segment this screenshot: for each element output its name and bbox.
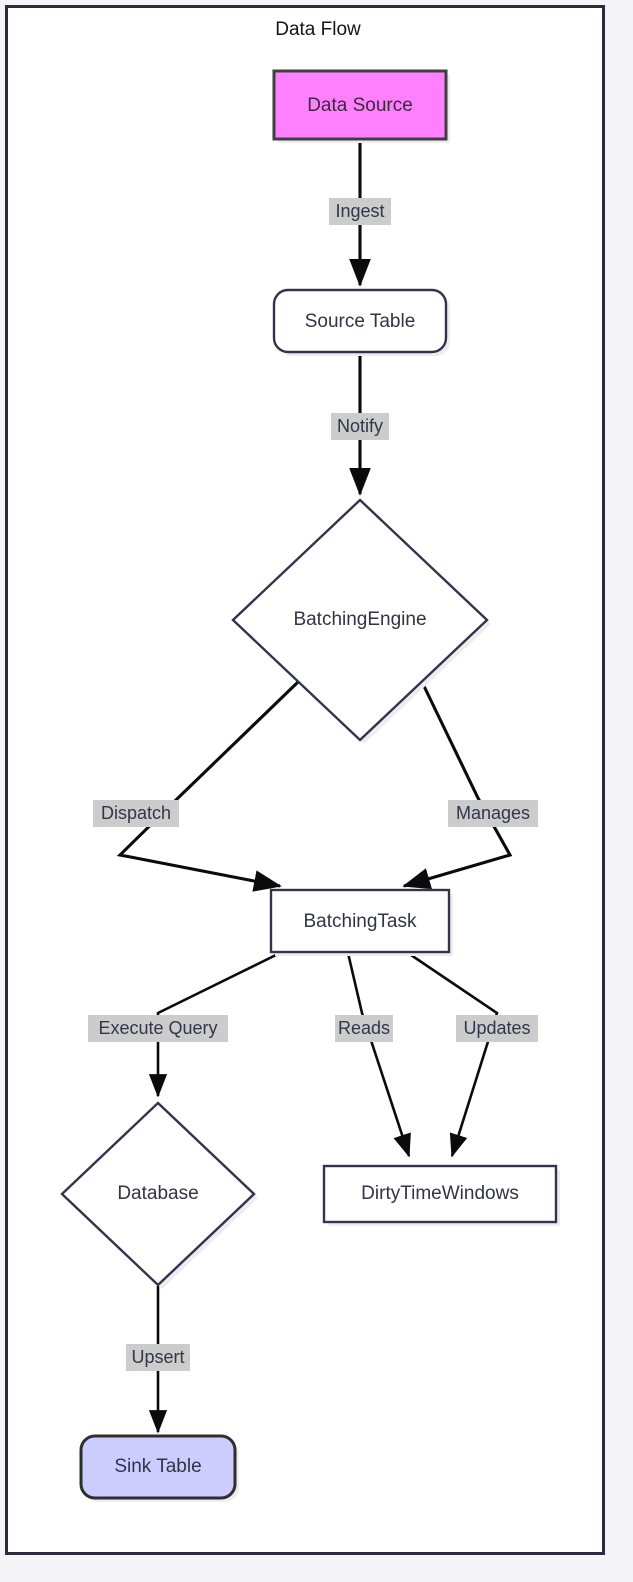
edge-execute-query: [148, 951, 281, 1098]
edge-manages: [402, 681, 513, 890]
node-batching-task-shape[interactable]: [269, 888, 451, 954]
node-dirty-time-windows-label: DirtyTimeWindows: [361, 1183, 519, 1204]
edge-reads: [346, 952, 411, 1158]
node-data-source-label: Data Source: [307, 95, 413, 116]
edge-label-notify-bg: [331, 413, 389, 440]
node-sink-table-shape[interactable]: [79, 1434, 237, 1500]
diagram-title: Data Flow: [275, 19, 361, 40]
edge-reads-path: [346, 952, 411, 1158]
edge-label-execute-query-bg: [88, 1015, 228, 1042]
node-database-shape[interactable]: [60, 1101, 256, 1287]
node-dirty-time-windows[interactable]: DirtyTimeWindows: [322, 1164, 560, 1226]
node-batching-engine-shape[interactable]: [231, 498, 489, 742]
node-database[interactable]: Database: [60, 1101, 258, 1289]
node-database-label: Database: [117, 1183, 198, 1204]
edge-updates: [407, 951, 499, 1158]
edge-label-manages-text: Manages: [456, 803, 530, 823]
node-data-source-shape[interactable]: [272, 69, 448, 141]
node-data-source[interactable]: Data Source: [272, 69, 450, 143]
edge-label-ingest-text: Ingest: [335, 201, 384, 221]
node-source-table-shape[interactable]: [272, 288, 448, 354]
edge-label-reads: Reads: [335, 1015, 393, 1042]
edge-execute-query-path: [148, 951, 281, 1098]
node-batching-task-label: BatchingTask: [303, 911, 417, 932]
edge-label-reads-bg: [335, 1015, 393, 1042]
edge-dispatch: [116, 680, 300, 892]
edge-label-updates-bg: [456, 1015, 538, 1042]
node-sink-table[interactable]: Sink Table: [79, 1434, 239, 1502]
diagram-frame: Data Flow: [5, 5, 605, 1555]
edge-label-upsert-text: Upsert: [131, 1347, 184, 1367]
flowchart-canvas: Data Flow: [60, 19, 560, 1502]
edge-label-upsert: Upsert: [126, 1344, 190, 1371]
node-dirty-time-windows-shape[interactable]: [322, 1164, 558, 1224]
edge-label-upsert-bg: [126, 1344, 190, 1371]
node-sink-table-label: Sink Table: [114, 1456, 201, 1477]
edge-label-notify-text: Notify: [337, 416, 383, 436]
edge-label-updates: Updates: [456, 1015, 538, 1042]
edge-label-manages-bg: [448, 800, 538, 827]
edge-label-dispatch: Dispatch: [93, 800, 179, 827]
node-batching-engine[interactable]: BatchingEngine: [231, 498, 491, 744]
edge-label-dispatch-text: Dispatch: [101, 803, 171, 823]
edge-label-execute-query: Execute Query: [88, 1015, 228, 1042]
edge-label-ingest: Ingest: [329, 198, 391, 225]
node-source-table[interactable]: Source Table: [272, 288, 450, 356]
edge-label-reads-text: Reads: [338, 1018, 390, 1038]
edge-updates-path: [407, 951, 499, 1158]
node-batching-engine-label: BatchingEngine: [293, 609, 426, 630]
edge-label-execute-query-text: Execute Query: [98, 1018, 217, 1038]
edge-manages-path: [402, 681, 513, 890]
edge-label-notify: Notify: [331, 413, 389, 440]
edge-label-updates-text: Updates: [463, 1018, 530, 1038]
edge-label-ingest-bg: [329, 198, 391, 225]
edge-label-manages: Manages: [448, 800, 538, 827]
edge-label-dispatch-bg: [93, 800, 179, 827]
node-batching-task[interactable]: BatchingTask: [269, 888, 453, 956]
node-source-table-label: Source Table: [305, 311, 416, 332]
edge-dispatch-path: [116, 680, 300, 892]
